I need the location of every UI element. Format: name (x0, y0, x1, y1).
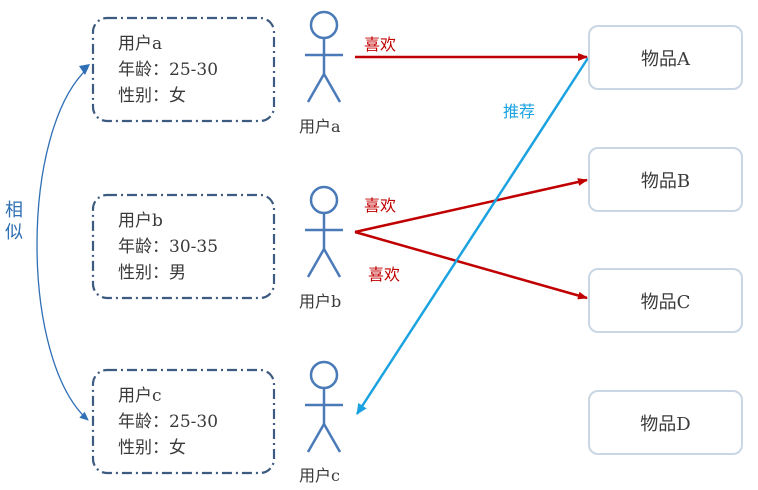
like-arrow-b-to-item-b (354, 178, 588, 234)
similar-label: 相 似 (4, 200, 24, 244)
user-a-name: 用户a (118, 34, 163, 54)
user-a-profile-box: 用户a 年龄：25-30 性别：女 (91, 16, 276, 123)
like-label-b-item-b: 喜欢 (364, 196, 397, 215)
user-c-figure-icon (305, 360, 343, 453)
user-a-profile-border (91, 16, 276, 123)
like-arrow-b-to-item-c (354, 230, 588, 300)
user-c-gender: 性别：女 (118, 438, 186, 458)
similar-label-char-1: 相 (5, 200, 23, 221)
item-d-box: 物品D (588, 390, 743, 455)
recommend-arrow-item-a-to-c (355, 57, 590, 415)
user-a-gender: 性别：女 (118, 86, 186, 106)
user-c-age: 年龄：25-30 (118, 412, 219, 432)
item-c-box: 物品C (588, 268, 743, 333)
user-a-figure-icon (305, 10, 343, 103)
user-b-name: 用户b (118, 211, 163, 231)
user-b-profile-border (91, 193, 276, 300)
similar-arc (36, 67, 89, 421)
user-c-name: 用户c (118, 386, 162, 406)
user-c-profile-box: 用户c 年龄：25-30 性别：女 (91, 368, 276, 475)
user-b-caption: 用户b (299, 292, 342, 311)
user-b-profile-box: 用户b 年龄：30-35 性别：男 (91, 193, 276, 300)
similar-arc-start-arrow (79, 64, 90, 75)
item-b-box: 物品B (588, 147, 743, 212)
like-label-b-item-c: 喜欢 (368, 265, 401, 284)
user-a-age: 年龄：25-30 (118, 60, 219, 80)
like-label-a: 喜欢 (364, 35, 397, 54)
item-a-box: 物品A (588, 25, 743, 90)
user-a-caption: 用户a (299, 117, 341, 136)
recommend-label: 推荐 (503, 102, 536, 121)
user-c-caption: 用户c (299, 466, 340, 485)
user-b-age: 年龄：30-35 (118, 237, 219, 257)
user-c-profile-border (91, 368, 276, 475)
user-b-gender: 性别：男 (118, 263, 186, 283)
user-b-figure-icon (305, 185, 343, 278)
similar-label-char-2: 似 (5, 222, 23, 243)
